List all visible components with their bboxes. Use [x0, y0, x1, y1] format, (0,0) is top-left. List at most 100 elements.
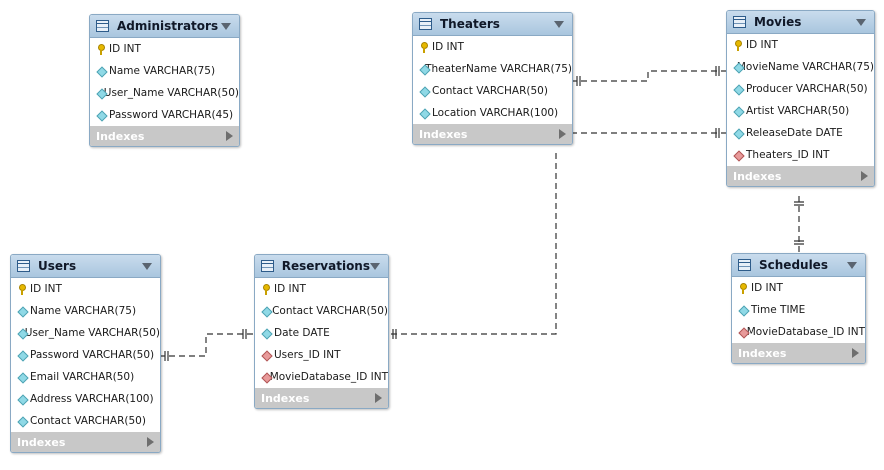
cardinality-mark: [794, 240, 804, 245]
column-row[interactable]: ID INT: [255, 278, 388, 300]
column-diamond-icon: [17, 306, 27, 316]
table-header[interactable]: Users: [11, 255, 160, 278]
column-row[interactable]: Password VARCHAR(45): [90, 104, 239, 126]
column-diamond-icon: [261, 328, 271, 338]
table-header[interactable]: Administrators: [90, 15, 239, 38]
column-label: ID INT: [109, 43, 141, 55]
column-row[interactable]: Name VARCHAR(75): [11, 300, 160, 322]
indexes-label: Indexes: [17, 435, 66, 449]
expand-arrow-icon[interactable]: [861, 171, 868, 181]
indexes-label: Indexes: [261, 391, 310, 405]
column-row[interactable]: TheaterName VARCHAR(75): [413, 58, 572, 80]
indexes-label: Indexes: [738, 346, 787, 360]
column-row[interactable]: Artist VARCHAR(50): [727, 100, 874, 122]
column-label: Password VARCHAR(50): [30, 349, 155, 361]
column-row[interactable]: ID INT: [11, 278, 160, 300]
expand-arrow-icon[interactable]: [147, 437, 154, 447]
table-header[interactable]: Movies: [727, 11, 874, 34]
column-label: MovieDatabase_ID INT: [746, 326, 865, 338]
table-header[interactable]: Schedules: [732, 254, 865, 277]
expand-arrow-icon[interactable]: [375, 393, 382, 403]
table-reservations[interactable]: Reservations ID INT Contact VARCHAR(50) …: [254, 254, 389, 409]
column-row[interactable]: Contact VARCHAR(50): [11, 410, 160, 432]
expand-arrow-icon[interactable]: [559, 129, 566, 139]
column-label: User_Name VARCHAR(50): [103, 87, 239, 99]
rel-theaters-movies-1: [571, 70, 726, 82]
primary-key-icon: [17, 284, 27, 295]
collapse-toggle-icon[interactable]: [221, 22, 231, 30]
foreign-key-icon: [261, 350, 271, 360]
column-row[interactable]: ReleaseDate DATE: [727, 122, 874, 144]
column-row[interactable]: Contact VARCHAR(50): [413, 80, 572, 102]
table-icon: [733, 16, 746, 28]
column-row[interactable]: Name VARCHAR(75): [90, 60, 239, 82]
indexes-section[interactable]: Indexes: [413, 124, 572, 144]
collapse-toggle-icon[interactable]: [847, 261, 857, 269]
cardinality-mark: [715, 66, 720, 76]
column-row[interactable]: MovieDatabase_ID INT: [732, 321, 865, 343]
column-row[interactable]: MovieName VARCHAR(75): [727, 56, 874, 78]
column-label: Name VARCHAR(75): [30, 305, 137, 317]
column-label: ID INT: [751, 282, 783, 294]
column-diamond-icon: [17, 328, 22, 338]
collapse-toggle-icon[interactable]: [554, 20, 564, 28]
collapse-toggle-icon[interactable]: [370, 262, 380, 270]
column-row[interactable]: Users_ID INT: [255, 344, 388, 366]
column-label: Artist VARCHAR(50): [746, 105, 850, 117]
column-row[interactable]: Address VARCHAR(100): [11, 388, 160, 410]
column-row[interactable]: User_Name VARCHAR(50): [90, 82, 239, 104]
column-diamond-icon: [96, 110, 106, 120]
column-row[interactable]: Contact VARCHAR(50): [255, 300, 388, 322]
column-diamond-icon: [733, 128, 743, 138]
column-diamond-icon: [419, 108, 429, 118]
primary-key-icon: [96, 44, 106, 55]
column-label: Users_ID INT: [274, 349, 341, 361]
primary-key-icon: [419, 42, 429, 53]
column-label: Contact VARCHAR(50): [30, 415, 146, 427]
table-icon: [738, 259, 751, 271]
column-row[interactable]: Location VARCHAR(100): [413, 102, 572, 124]
column-row[interactable]: Time TIME: [732, 299, 865, 321]
column-row[interactable]: ID INT: [413, 36, 572, 58]
table-schedules[interactable]: Schedules ID INT Time TIME MovieDatabase…: [731, 253, 866, 364]
indexes-section[interactable]: Indexes: [727, 166, 874, 186]
table-administrators[interactable]: Administrators ID INT Name VARCHAR(75) U…: [89, 14, 240, 147]
column-diamond-icon: [17, 372, 27, 382]
expand-arrow-icon[interactable]: [852, 348, 859, 358]
indexes-section[interactable]: Indexes: [732, 343, 865, 363]
indexes-label: Indexes: [96, 129, 145, 143]
primary-key-icon: [738, 283, 748, 294]
column-row[interactable]: Theaters_ID INT: [727, 144, 874, 166]
column-row[interactable]: Producer VARCHAR(50): [727, 78, 874, 100]
rel-users-reservations: [159, 333, 254, 357]
indexes-section[interactable]: Indexes: [11, 432, 160, 452]
primary-key-icon: [733, 40, 743, 51]
table-icon: [419, 18, 432, 30]
column-label: Contact VARCHAR(50): [272, 305, 388, 317]
expand-arrow-icon[interactable]: [226, 131, 233, 141]
table-movies[interactable]: Movies ID INT MovieName VARCHAR(75) Prod…: [726, 10, 875, 187]
table-theaters[interactable]: Theaters ID INT TheaterName VARCHAR(75) …: [412, 12, 573, 145]
foreign-key-icon: [733, 150, 743, 160]
table-header[interactable]: Theaters: [413, 13, 572, 36]
indexes-section[interactable]: Indexes: [255, 388, 388, 408]
column-row[interactable]: ID INT: [90, 38, 239, 60]
table-users[interactable]: Users ID INT Name VARCHAR(75) User_Name …: [10, 254, 161, 453]
column-row[interactable]: User_Name VARCHAR(50): [11, 322, 160, 344]
column-label: MovieDatabase_ID INT: [269, 371, 388, 383]
column-row[interactable]: ID INT: [732, 277, 865, 299]
column-label: ReleaseDate DATE: [746, 127, 843, 139]
column-row[interactable]: ID INT: [727, 34, 874, 56]
column-row[interactable]: Password VARCHAR(50): [11, 344, 160, 366]
column-row[interactable]: Email VARCHAR(50): [11, 366, 160, 388]
table-title: Theaters: [440, 17, 500, 31]
column-label: Time TIME: [751, 304, 806, 316]
indexes-section[interactable]: Indexes: [90, 126, 239, 146]
table-header[interactable]: Reservations: [255, 255, 388, 278]
column-row[interactable]: Date DATE: [255, 322, 388, 344]
collapse-toggle-icon[interactable]: [856, 18, 866, 26]
collapse-toggle-icon[interactable]: [142, 262, 152, 270]
column-row[interactable]: MovieDatabase_ID INT: [255, 366, 388, 388]
cardinality-mark: [715, 128, 720, 138]
indexes-label: Indexes: [733, 169, 782, 183]
